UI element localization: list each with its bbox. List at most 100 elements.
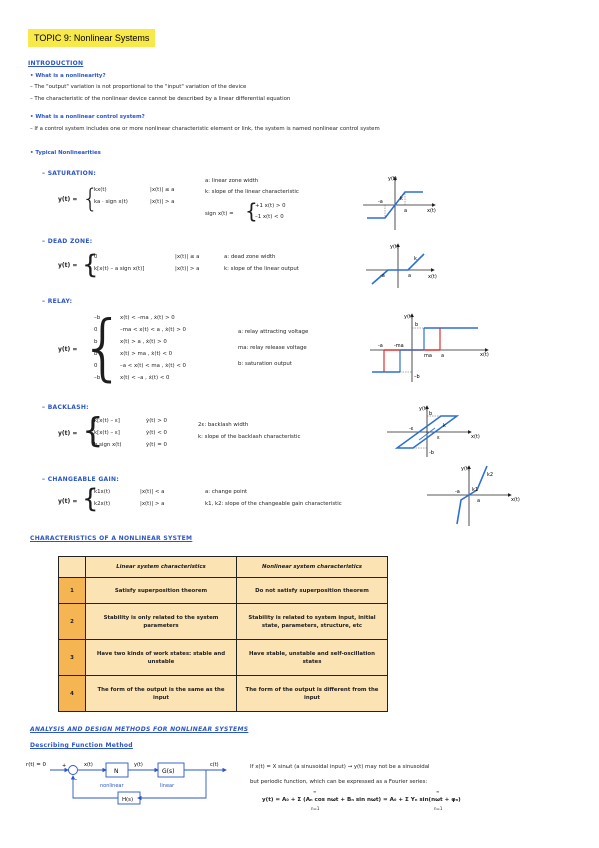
table-row: 4 The form of the output is the same as … [58,675,388,712]
relay-row-6-cond: x(t) < –a , ẋ(t) < 0 [120,375,170,381]
gain-curve [456,465,488,525]
backlash-plot-b: b [429,411,432,417]
relay-d1: a: relay attracting voltage [238,329,309,335]
relay-lhs: y(t) = [58,346,78,353]
relay-row-4-val: b [94,351,98,357]
saturation-sign-lhs: sign x(t) = [205,211,234,217]
relay-row-2-val: 0 [94,327,98,333]
intro-q2: • What is a nonlinear control system? [30,114,145,120]
sum-top-1: ∞ [313,789,317,794]
table-row: 1 Satisfy superposition theorem Do not s… [58,577,388,604]
gain-plot-x: x(t) [511,497,520,503]
block-x: x(t) [84,762,93,768]
backlash-brace: { [82,411,104,451]
block-diagram: r(t) = 0 + – x(t) N nonlinear y(t) G(s) … [26,762,227,805]
saturation-r2b: |x(t)| > a [150,199,175,205]
deadzone-plot: y(t) x(t) k -a a [366,243,437,288]
backlash-row-1-cond: ẏ(t) > 0 [146,418,167,424]
relay-brace: { [80,305,126,389]
gain-plot-a: a [477,498,480,504]
block-c: c(t) [210,762,219,768]
relay-row-6-val: –b [94,375,101,381]
relay-row-3-val: b [94,339,98,345]
row-number: 1 [58,577,86,604]
backlash-plot-k: k [443,423,446,429]
deadzone-r1b: |x(t)| ≤ a [175,254,200,260]
row-linear: Have two kinds of work states: stable an… [85,639,237,676]
analysis-heading: ANALYSIS AND DESIGN METHODS FOR NONLINEA… [30,726,249,733]
gain-plot: y(t) x(t) k1 k2 -a a [427,465,520,526]
deadzone-plot-y: y(t) [390,244,399,250]
gain-plot-k1: k1 [472,487,478,493]
backlash-curve [394,415,460,449]
backlash-heading: – BACKLASH: [42,404,89,411]
saturation-d2: k: slope of the linear characteristic [205,189,299,195]
backlash-row-2-cond: ẏ(t) < 0 [146,430,167,436]
deadzone-heading: – DEAD ZONE: [42,238,93,245]
deadzone-plot-na: -a [380,273,385,279]
relay-row-5-val: 0 [94,363,98,369]
analysis-text-1: If x(t) = X sinωt (a sinusoidal input) →… [250,764,430,770]
backlash-row-3-val: b sign x(t) [94,442,122,448]
deadzone-d2: k: slope of the linear output [224,266,299,272]
intro-heading: INTRODUCTION [28,60,84,67]
deadzone-curve [371,253,425,285]
backlash-plot-nb: -b [429,450,434,456]
deadzone-plot-x: x(t) [428,274,437,280]
sum-top-2: ∞ [436,789,440,794]
backlash-d2: k: slope of the backlash characteristic [198,434,301,440]
saturation-plot-na: -a [378,199,383,205]
char-heading: CHARACTERISTICS OF A NONLINEAR SYSTEM [30,535,193,542]
block-nonlinear-label: nonlinear [100,783,124,789]
block-h-label: H(s) [122,797,133,803]
deadzone-r2a: k[x(t) – a sign x(t)] [94,266,145,272]
row-number: 4 [58,675,86,712]
summing-junction [68,765,78,775]
intro-line2: – The characteristic of the nonlinear de… [30,96,291,102]
table-row: 3 Have two kinds of work states: stable … [58,639,388,676]
backlash-plot-x: x(t) [471,434,480,440]
row-nonlinear: The form of the output is different from… [236,675,388,712]
gain-heading: – CHANGEABLE GAIN: [42,476,120,483]
analysis-text-2: but periodic function, which can be expr… [250,779,428,785]
relay-row-1-cond: x(t) < –ma , ẋ(t) > 0 [120,315,175,321]
block-y: y(t) [134,762,143,768]
block-g-label: G(s) [162,768,174,775]
relay-plot-nb: –b [414,374,420,380]
table-header-linear: Linear system characteristics [85,556,237,578]
relay-row-4-cond: x(t) > ma , ẋ(t) < 0 [120,351,173,357]
relay-row-5-cond: –a < x(t) < ma , ẋ(t) < 0 [120,363,186,369]
gain-r2b: |x(t)| > a [140,501,165,507]
backlash-plot-e: ε [437,435,440,441]
table-header-row: Linear system characteristics Nonlinear … [58,556,388,578]
relay-plot-nma: -ma [394,343,404,349]
relay-plot-x: x(t) [480,352,489,358]
sum-bottom-1: n=1 [311,806,320,811]
relay-plot-b: b [415,322,418,328]
gain-d2: k1, k2: slope of the changeable gain cha… [205,501,342,507]
deadzone-lhs: y(t) = [58,262,78,269]
backlash-plot: y(t) x(t) k ε -ε b -b [387,405,480,457]
row-nonlinear: Have stable, unstable and self-oscillati… [236,639,388,676]
characteristics-table: Linear system characteristics Nonlinear … [58,556,388,712]
table-header-nonlinear: Nonlinear system characteristics [236,556,388,578]
intro-line3: – If a control system includes one or mo… [30,126,380,132]
gain-plot-na: -a [455,489,460,495]
saturation-curve [367,191,423,219]
backlash-lhs: y(t) = [58,430,78,437]
relay-plot-na: -a [378,343,383,349]
saturation-d1: a: linear zone width [205,178,259,184]
backlash-row-2-val: k[x(t) – ε] [94,430,120,436]
sum-bottom-2: n=1 [434,806,443,811]
backlash-plot-y: y(t) [419,406,428,412]
saturation-r2a: ka · sign x(t) [94,199,128,205]
row-nonlinear: Do not satisfy superposition theorem [236,577,388,604]
row-linear: Stability is only related to the system … [85,603,237,640]
relay-d3: b: saturation output [238,361,292,367]
relay-plot-ma: ma [424,353,432,359]
intro-q1: • What is a nonlinearity? [30,73,106,79]
row-linear: The form of the output is the same as th… [85,675,237,712]
relay-d2: ma: relay release voltage [238,345,307,351]
page-title: TOPIC 9: Nonlinear Systems [28,29,156,47]
row-linear: Satisfy superposition theorem [85,577,237,604]
